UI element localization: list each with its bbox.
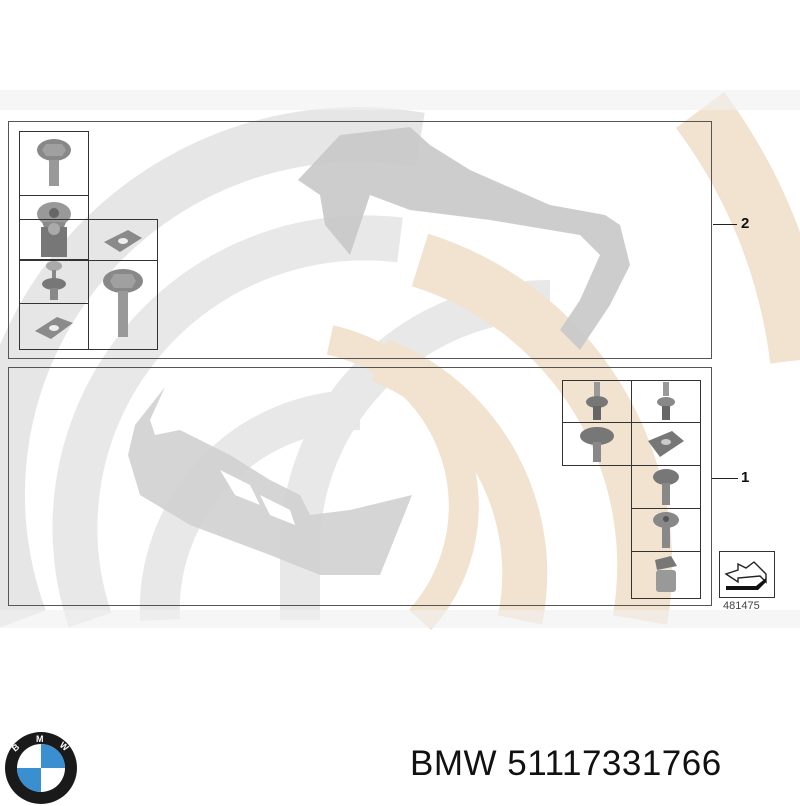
fastener-cell-push-rivet <box>19 260 89 304</box>
diagram-number: 481475 <box>723 600 760 612</box>
callout-line-1 <box>712 478 738 479</box>
direction-arrow-icon <box>724 561 767 590</box>
callout-number-1: 1 <box>741 469 750 486</box>
hex-bolt-icon <box>37 138 71 186</box>
fastener-cell-torx-screw <box>631 508 701 552</box>
fastener-cell-clip-nut-2 <box>19 303 89 350</box>
spring-nut-icon <box>104 230 142 252</box>
long-hex-bolt-icon <box>103 269 143 337</box>
brand-name: BMW <box>410 744 498 783</box>
rear-bumper-illustration <box>298 127 630 350</box>
callout-number-2: 2 <box>741 215 750 232</box>
rear-bumper-panel <box>8 121 712 359</box>
torx-screw-icon <box>653 512 679 548</box>
svg-text:B: B <box>10 741 22 753</box>
fastener-cell-clip-nut <box>19 219 89 261</box>
bmw-logo-icon: B M W <box>5 732 77 804</box>
direction-arrow-box <box>719 551 775 598</box>
fastener-cell-hex-bolt <box>19 131 89 196</box>
push-rivet-icon <box>42 261 66 300</box>
expanding-rivet-icon <box>586 381 608 420</box>
fastener-cell-hex-screw <box>631 465 701 509</box>
callout-line-2 <box>713 224 737 225</box>
part-number: 51117331766 <box>507 744 722 783</box>
fastener-cell-clip-nut-front <box>631 551 701 599</box>
clip-nut-2-icon <box>35 316 73 339</box>
fastener-cell-expanding-rivet-2 <box>631 380 701 423</box>
front-bumper-panel <box>8 367 712 606</box>
flange-screw-icon <box>580 427 614 462</box>
fastener-cell-long-hex-bolt <box>88 260 158 350</box>
clip-nut-icon <box>41 223 67 257</box>
fastener-cell-spring-nut <box>88 219 158 261</box>
fastener-cell-expanding-rivet <box>562 380 632 423</box>
part-title: BMW 51117331766 <box>410 744 722 784</box>
hex-screw-icon <box>653 469 679 505</box>
spring-nut-front-icon <box>648 431 684 457</box>
expanding-rivet-2-icon <box>657 381 675 420</box>
fastener-cell-spring-nut-front <box>631 422 701 466</box>
svg-text:M: M <box>36 734 44 744</box>
fastener-cell-flange-screw <box>562 422 632 466</box>
clip-nut-front-icon <box>655 556 677 592</box>
front-bumper-illustration <box>128 387 412 575</box>
